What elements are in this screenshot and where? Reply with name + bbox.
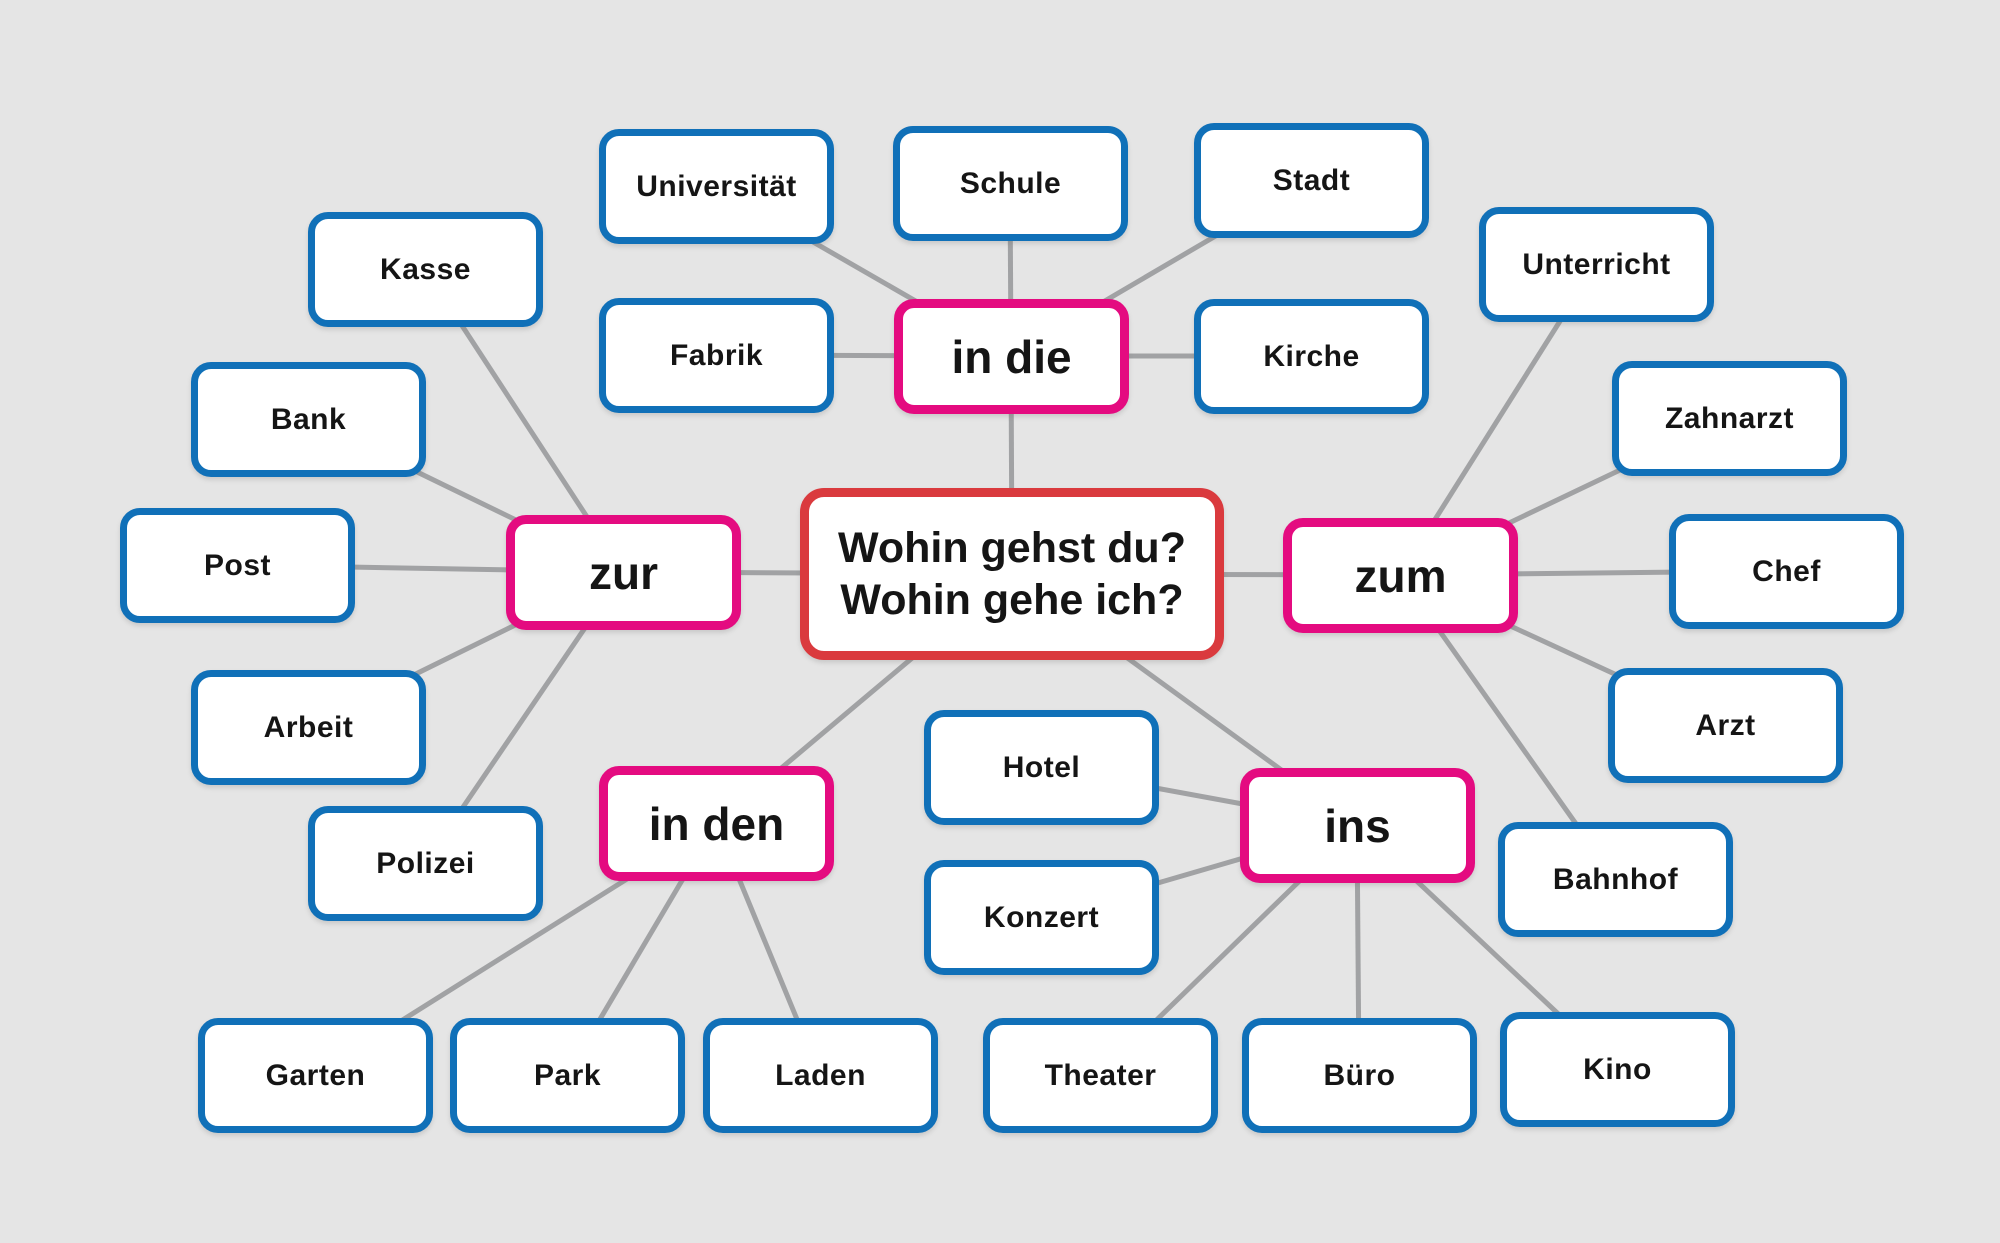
node-theater: Theater	[983, 1018, 1218, 1133]
node-bahnhof: Bahnhof	[1498, 822, 1733, 937]
node-stadt: Stadt	[1194, 123, 1429, 238]
center-question-line1: Wohin gehst du?	[838, 523, 1186, 572]
node-zur: zur	[506, 515, 741, 630]
node-konzert: Konzert	[924, 860, 1159, 975]
node-garten: Garten	[198, 1018, 433, 1133]
node-kirche: Kirche	[1194, 299, 1429, 414]
node-arbeit: Arbeit	[191, 670, 426, 785]
center-question-line2: Wohin gehe ich?	[840, 576, 1184, 624]
node-kino: Kino	[1500, 1012, 1735, 1127]
node-in-die: in die	[894, 299, 1129, 414]
node-hotel: Hotel	[924, 710, 1159, 825]
center-question-node: Wohin gehst du? Wohin gehe ich?	[800, 488, 1224, 660]
node-polizei: Polizei	[308, 806, 543, 921]
node-in-den: in den	[599, 766, 834, 881]
node-chef: Chef	[1669, 514, 1904, 629]
node-universitaet: Universität	[599, 129, 834, 244]
node-unterricht: Unterricht	[1479, 207, 1714, 322]
node-bank: Bank	[191, 362, 426, 477]
node-laden: Laden	[703, 1018, 938, 1133]
node-kasse: Kasse	[308, 212, 543, 327]
node-buero: Büro	[1242, 1018, 1477, 1133]
node-schule: Schule	[893, 126, 1128, 241]
node-fabrik: Fabrik	[599, 298, 834, 413]
node-zum: zum	[1283, 518, 1518, 633]
node-post: Post	[120, 508, 355, 623]
node-ins: ins	[1240, 768, 1475, 883]
node-arzt: Arzt	[1608, 668, 1843, 783]
node-park: Park	[450, 1018, 685, 1133]
node-zahnarzt: Zahnarzt	[1612, 361, 1847, 476]
